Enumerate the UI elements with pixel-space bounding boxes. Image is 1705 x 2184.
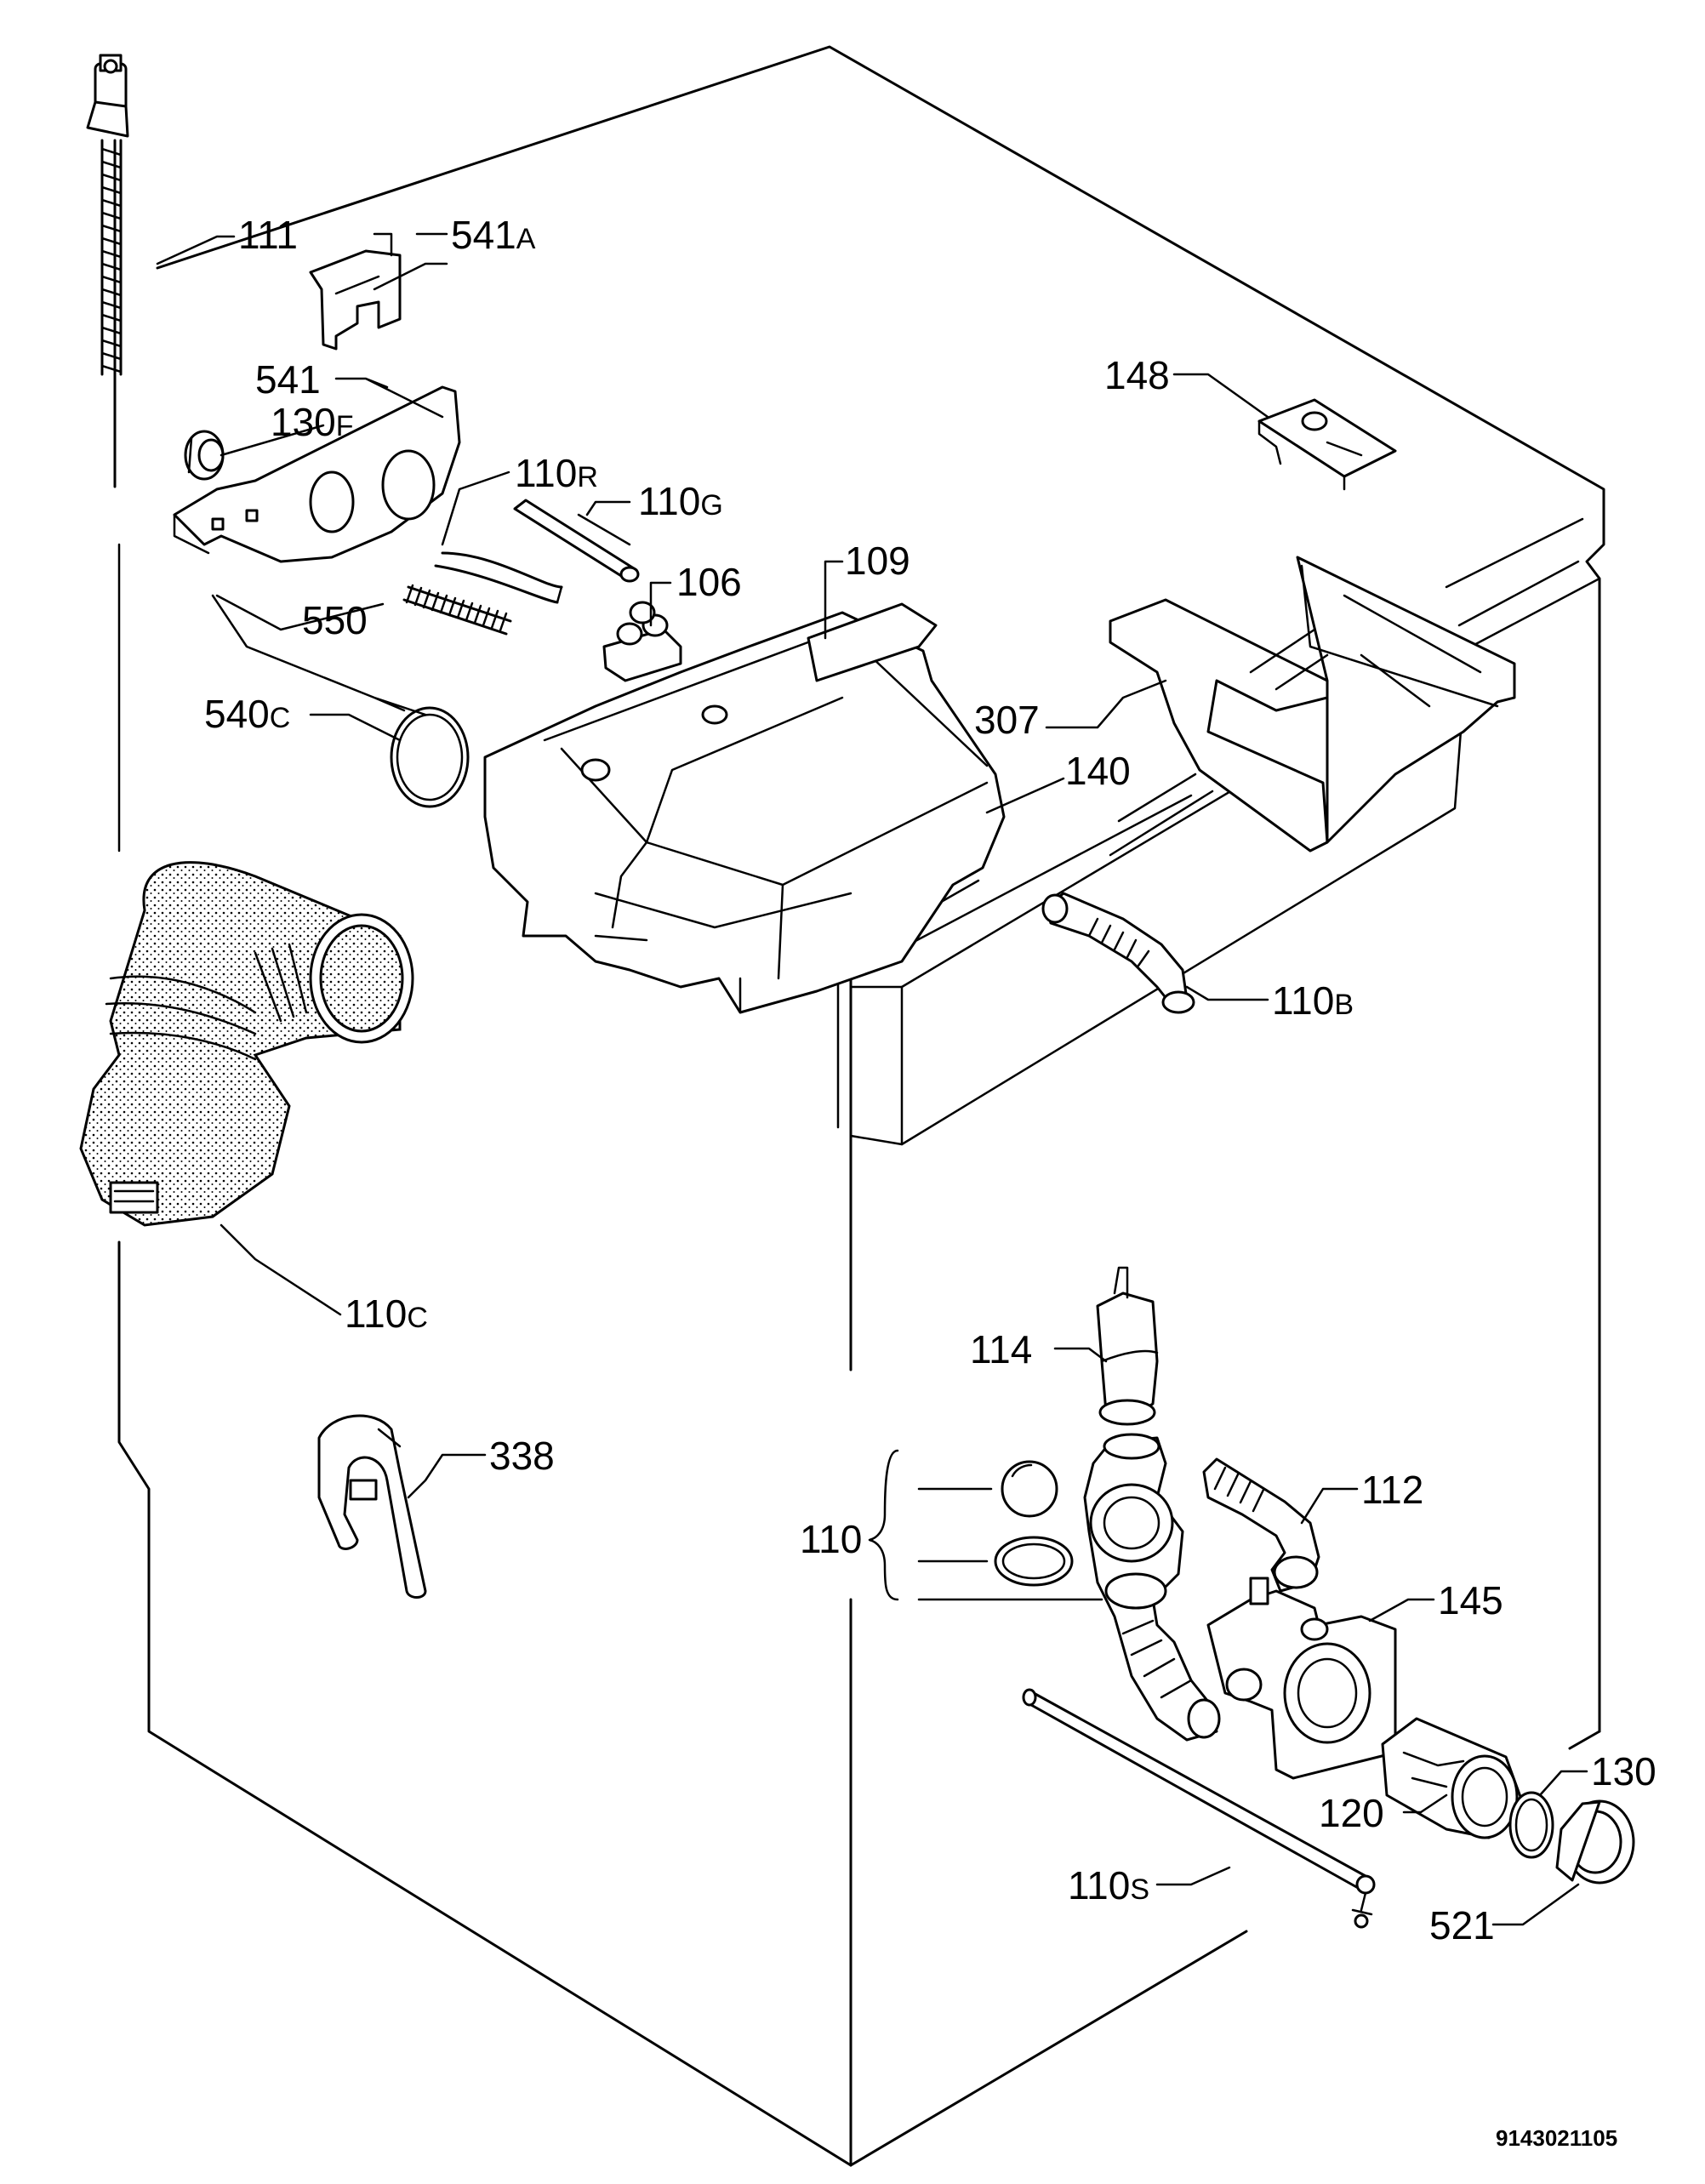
hose-112	[1202, 1457, 1320, 1593]
drawer-307	[1109, 556, 1516, 853]
label-145: 145	[1438, 1578, 1503, 1622]
hose-110r	[434, 551, 563, 604]
label-521: 521	[1429, 1903, 1495, 1947]
leader-lines	[156, 232, 1588, 1926]
callout-labels: 111 541A 541 130F 110R 110G 106 109 148 …	[204, 213, 1657, 1947]
hose-110b	[1041, 892, 1195, 1014]
bellows-110c	[79, 861, 414, 1227]
ring-110	[994, 1536, 1074, 1587]
label-110s: 110S	[1068, 1863, 1149, 1907]
label-130: 130	[1591, 1749, 1657, 1793]
label-307: 307	[974, 698, 1040, 742]
part-114	[1096, 1266, 1159, 1426]
filter-120	[1381, 1717, 1525, 1839]
label-541: 541	[255, 357, 321, 402]
label-110b: 110B	[1272, 978, 1354, 1023]
label-114: 114	[970, 1327, 1032, 1371]
label-140: 140	[1065, 749, 1131, 793]
label-120: 120	[1319, 1791, 1384, 1835]
valve-106	[602, 601, 682, 682]
drawing-code: 9143021105	[1496, 2125, 1617, 2151]
part-148	[1257, 398, 1397, 491]
ring-540c	[390, 706, 470, 808]
label-109: 109	[845, 539, 910, 583]
label-112: 112	[1361, 1468, 1423, 1512]
label-130f: 130F	[271, 400, 354, 444]
rod-110s	[1022, 1688, 1376, 1929]
cap-521	[1555, 1799, 1635, 1885]
nut-130f	[184, 430, 225, 481]
label-111: 111	[238, 213, 298, 257]
clip-338	[317, 1414, 427, 1599]
ring-130	[1508, 1791, 1554, 1859]
label-110g: 110G	[638, 479, 723, 523]
label-338: 338	[489, 1434, 555, 1478]
tube-110g	[513, 499, 640, 583]
hose-550	[402, 584, 512, 636]
label-540c: 540C	[204, 692, 290, 736]
filter-housing-145	[1206, 1577, 1397, 1780]
bracket-541	[173, 385, 461, 563]
pump-housing	[1083, 1433, 1221, 1742]
label-110: 110	[800, 1517, 862, 1561]
inlet-hose-111	[86, 54, 129, 376]
clip-541a	[309, 249, 402, 351]
label-541a: 541A	[451, 213, 536, 257]
label-110r: 110R	[515, 451, 598, 495]
label-550: 550	[302, 598, 368, 642]
ball-110	[1001, 1460, 1058, 1518]
dispenser-box-109	[483, 602, 1006, 1014]
cabinet-outline	[113, 45, 1605, 2167]
label-148: 148	[1104, 353, 1170, 397]
label-110c: 110C	[345, 1292, 428, 1336]
label-106: 106	[676, 560, 742, 604]
